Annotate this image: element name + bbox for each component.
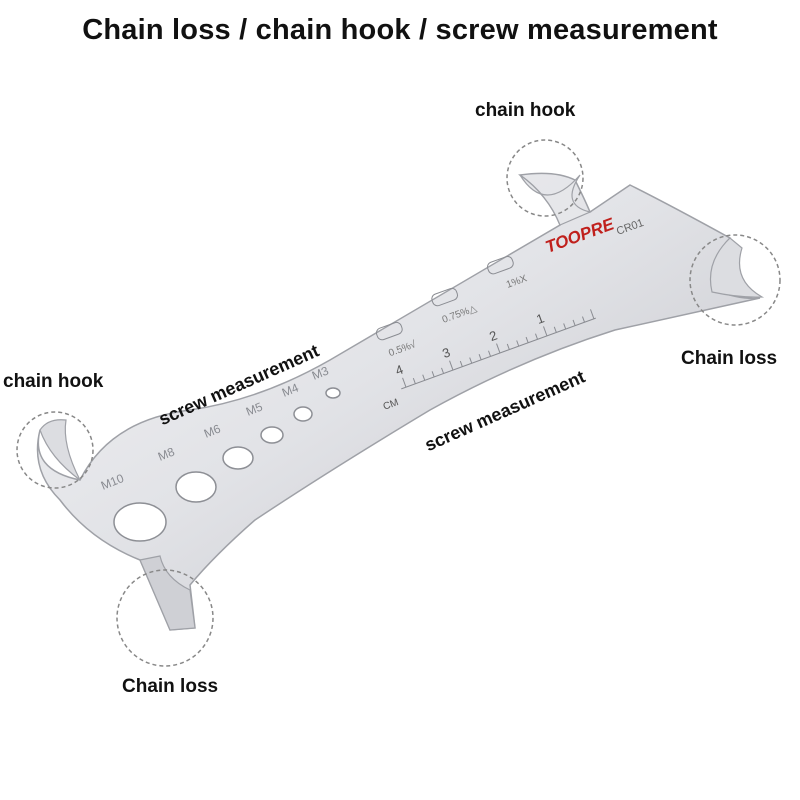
hole-m8 bbox=[175, 471, 217, 503]
callout-circle-left-hook bbox=[16, 411, 94, 489]
right-jaw bbox=[709, 237, 765, 298]
hole-label-m3: M3 bbox=[310, 363, 331, 382]
hole-m4 bbox=[293, 406, 313, 422]
ruler-number-4: 4 bbox=[393, 362, 405, 379]
callout-label-left-hook: chain hook bbox=[3, 371, 104, 392]
bottom-jaw bbox=[139, 555, 196, 631]
ruler-number-3: 3 bbox=[440, 345, 452, 362]
ruler-unit: CM bbox=[382, 397, 400, 413]
screw-holes bbox=[113, 387, 341, 542]
left-hook bbox=[39, 419, 81, 481]
hole-label-m5: M5 bbox=[244, 399, 265, 418]
callout-label-right-loss: Chain loss bbox=[681, 348, 778, 369]
hole-m6 bbox=[222, 446, 254, 470]
top-hook bbox=[519, 174, 592, 226]
ruler-number-1: 1 bbox=[534, 310, 546, 327]
callout-circle-right-loss bbox=[689, 234, 781, 326]
ruler: CM 4 3 2 1 bbox=[382, 309, 596, 413]
hole-label-m4: M4 bbox=[280, 380, 301, 399]
hole-m10 bbox=[113, 502, 167, 542]
page-title: Chain loss / chain hook / screw measurem… bbox=[82, 14, 718, 46]
callout-circle-top-hook bbox=[506, 139, 584, 217]
hole-m5 bbox=[260, 426, 284, 444]
hole-m3 bbox=[325, 387, 341, 399]
hole-label-m6: M6 bbox=[202, 421, 223, 440]
ruler-number-2: 2 bbox=[487, 327, 499, 344]
callout-circle-bottom-loss bbox=[116, 569, 214, 667]
callout-label-bottom-loss: Chain loss bbox=[122, 676, 219, 697]
hole-label-m8: M8 bbox=[156, 444, 177, 463]
callout-label-top-hook: chain hook bbox=[475, 100, 576, 121]
